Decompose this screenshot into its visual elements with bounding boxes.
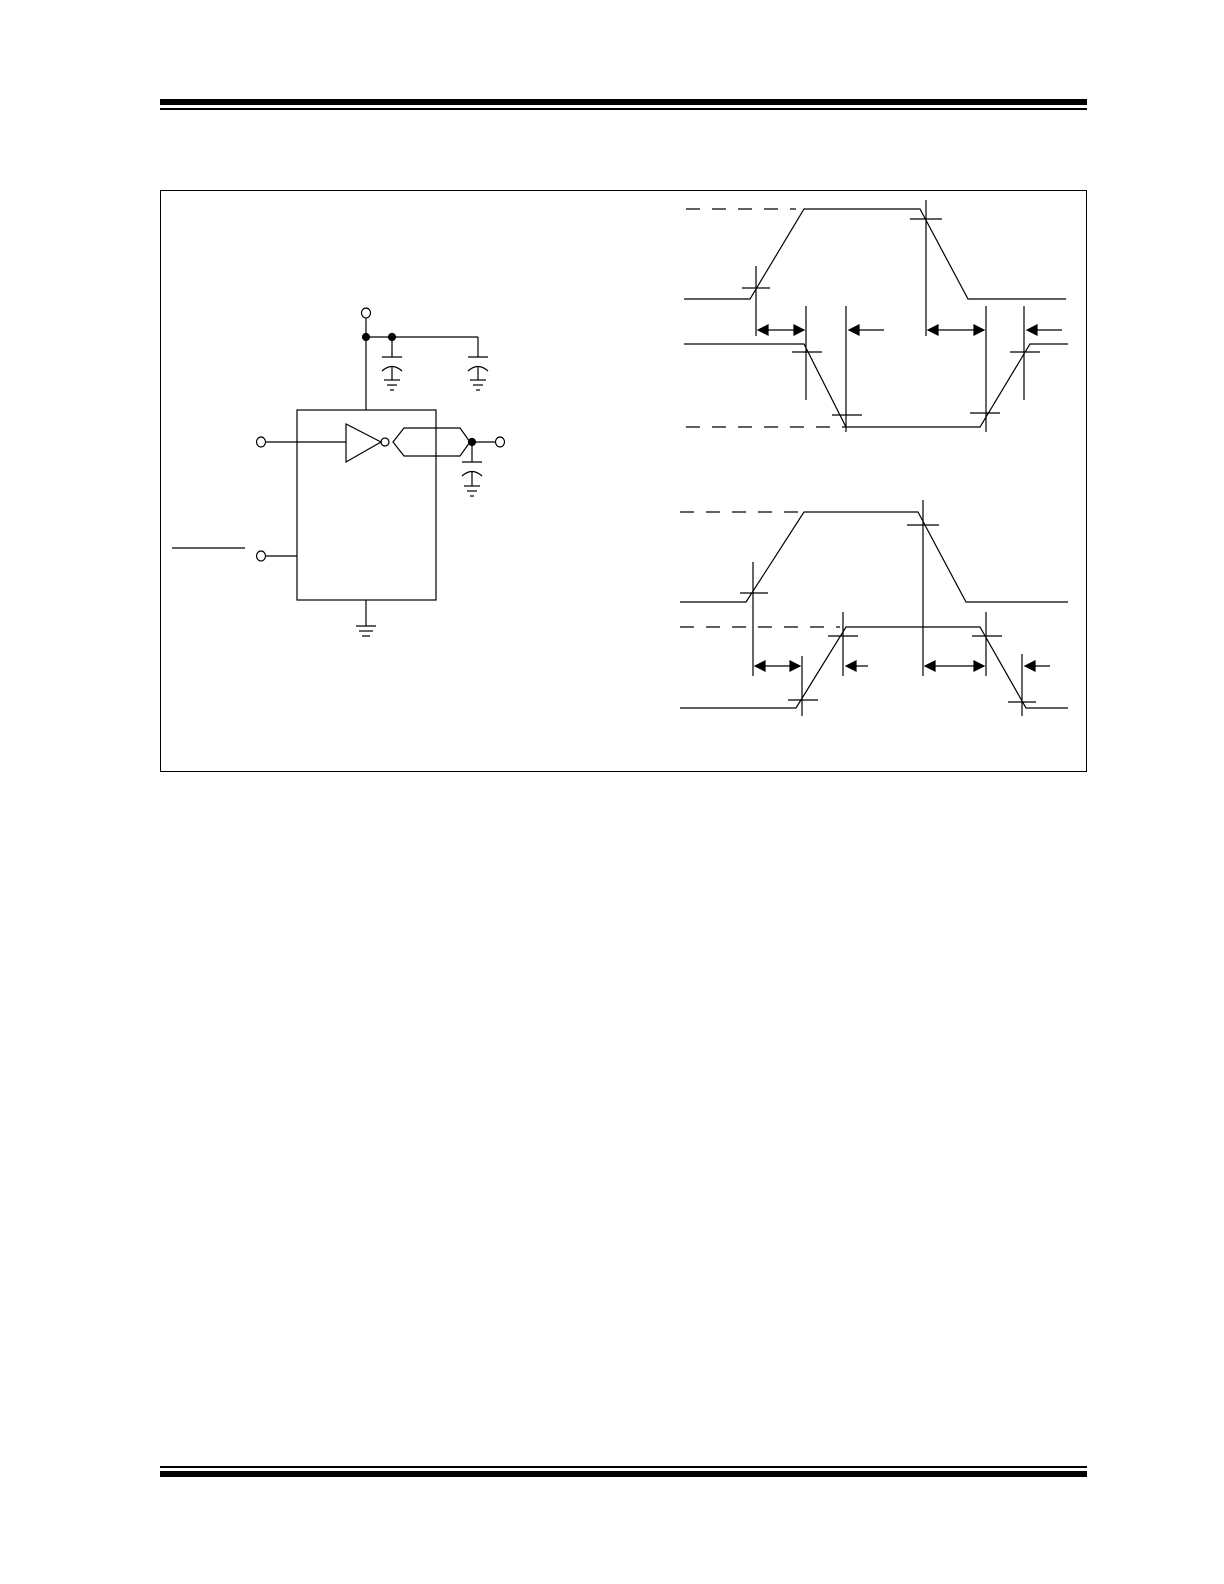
ground-symbol — [356, 600, 376, 637]
delay-arrow — [923, 660, 986, 672]
bypass-capacitor — [381, 337, 403, 391]
header-rule-thin — [160, 108, 1087, 110]
inverting-output-timing — [684, 200, 1068, 432]
output-connector — [392, 427, 471, 457]
junction-dot — [361, 332, 371, 342]
device-body — [296, 409, 437, 601]
input-terminal — [255, 436, 267, 448]
supply-terminal — [360, 307, 372, 319]
input-waveform — [684, 208, 1066, 300]
figure-frame — [160, 190, 1087, 772]
footer-rule-thick — [160, 1471, 1087, 1477]
output-terminal — [494, 436, 506, 448]
footer-rule-thin — [160, 1466, 1087, 1468]
test-circuit-schematic — [172, 307, 506, 637]
inverting-driver — [345, 423, 390, 464]
output-waveform — [684, 343, 1068, 428]
delay-arrow — [926, 324, 986, 336]
fall-time-arrow — [847, 324, 884, 336]
rise-time-arrow — [1025, 324, 1062, 336]
header-rule-thick — [160, 99, 1087, 105]
delay-arrow — [756, 324, 806, 336]
fall-time-arrow — [1023, 660, 1050, 672]
rise-time-arrow — [844, 660, 868, 672]
enable-terminal — [255, 550, 267, 562]
delay-arrow — [753, 660, 802, 672]
load-capacitor — [461, 442, 483, 497]
input-waveform — [680, 511, 1068, 603]
output-waveform — [680, 626, 1068, 709]
bypass-capacitor — [467, 337, 489, 391]
non-inverting-output-timing — [680, 500, 1068, 716]
